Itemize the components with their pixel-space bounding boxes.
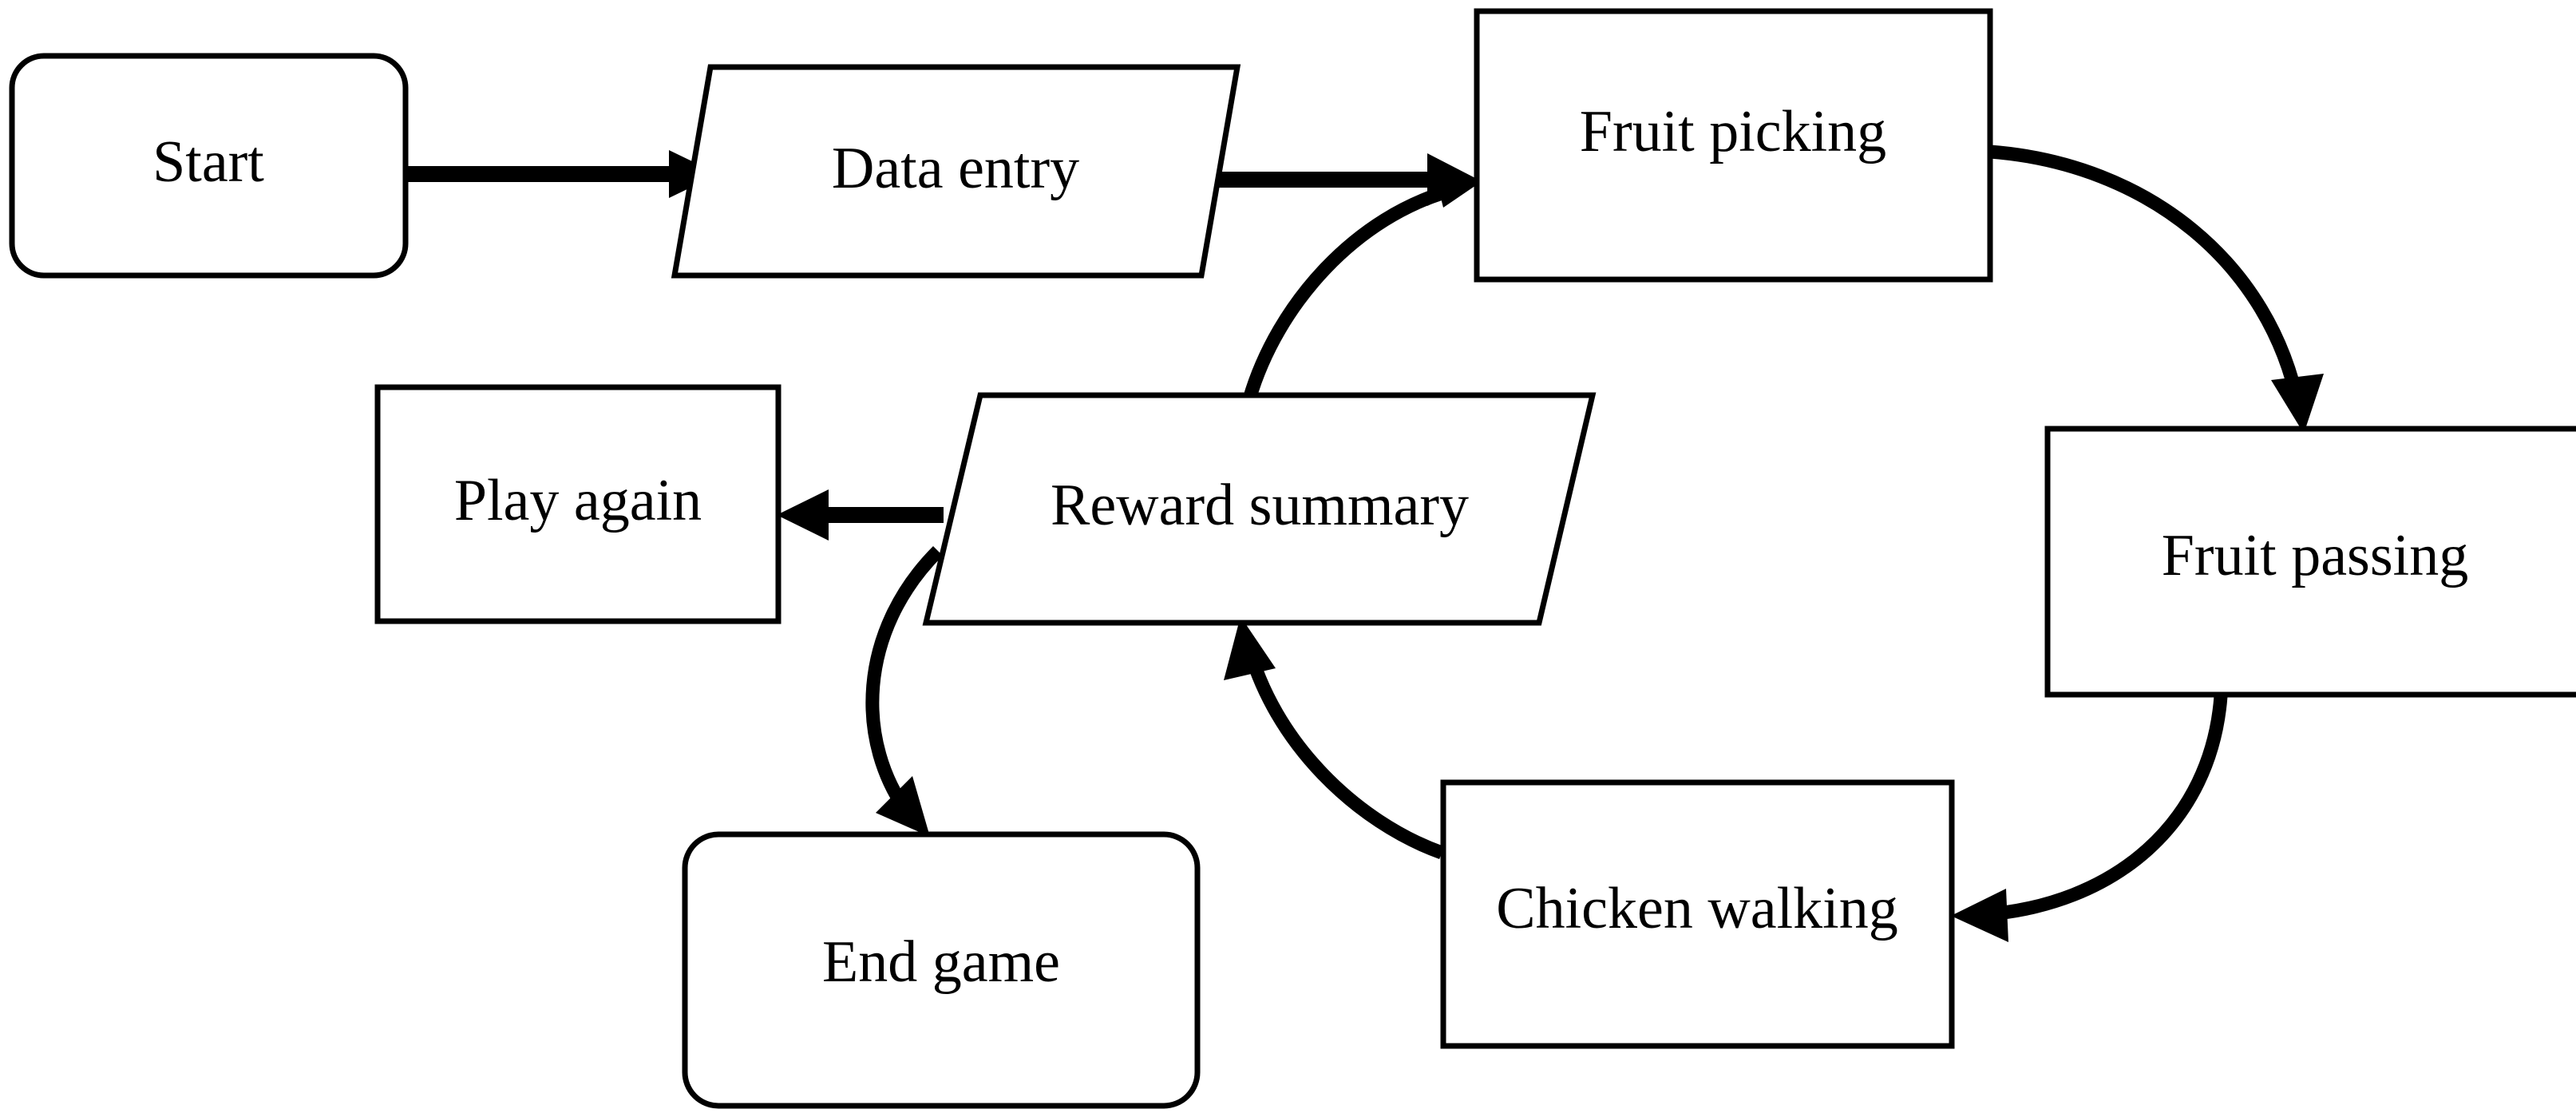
arrow-head-icon [876, 776, 930, 837]
start-shape[interactable] [9, 53, 409, 279]
edge-reward-summary-to-end-game [865, 545, 944, 837]
edge-curve [865, 545, 944, 821]
edge-curve [1979, 695, 2228, 922]
arrow-head-icon [1224, 616, 1276, 680]
fruit-picking-shape[interactable] [1474, 8, 1993, 283]
edge-fruit-picking-to-fruit-passing [1989, 145, 2324, 434]
arrow-head-icon [1430, 156, 1478, 208]
data-entry-shape[interactable] [671, 64, 1241, 279]
edge-chicken-walking-to-reward-summary [1224, 616, 1444, 859]
edge-curve [1989, 145, 2306, 410]
edge-fruit-passing-to-chicken-walking [1951, 695, 2228, 942]
play-again-shape[interactable] [374, 384, 782, 624]
edge-start-to-data-entry [406, 150, 718, 198]
chicken-walking-shape[interactable] [1440, 779, 1955, 1049]
node-fruit-passing[interactable]: Fruit passing [2044, 426, 2576, 698]
edge-reward-summary-to-play-again [777, 489, 944, 541]
reward-summary-shape[interactable] [922, 392, 1597, 626]
node-play-again[interactable]: Play again [374, 384, 782, 624]
arrow-head-icon [777, 489, 829, 541]
node-chicken-walking[interactable]: Chicken walking [1440, 779, 1955, 1049]
node-fruit-picking[interactable]: Fruit picking [1474, 8, 1993, 283]
fruit-passing-shape[interactable] [2044, 426, 2576, 698]
arrow-head-icon [1951, 889, 2008, 942]
edge-curve [1242, 183, 1455, 402]
node-data-entry[interactable]: Data entry [671, 64, 1241, 279]
edge-reward-summary-to-fruit-picking [1242, 156, 1478, 402]
arrow-head-icon [2271, 374, 2324, 434]
node-start[interactable]: Start [9, 53, 409, 279]
end-game-shape[interactable] [682, 831, 1201, 1109]
edge-curve [1241, 640, 1444, 859]
node-end-game[interactable]: End game [682, 831, 1201, 1109]
node-reward-summary[interactable]: Reward summary [922, 392, 1597, 626]
